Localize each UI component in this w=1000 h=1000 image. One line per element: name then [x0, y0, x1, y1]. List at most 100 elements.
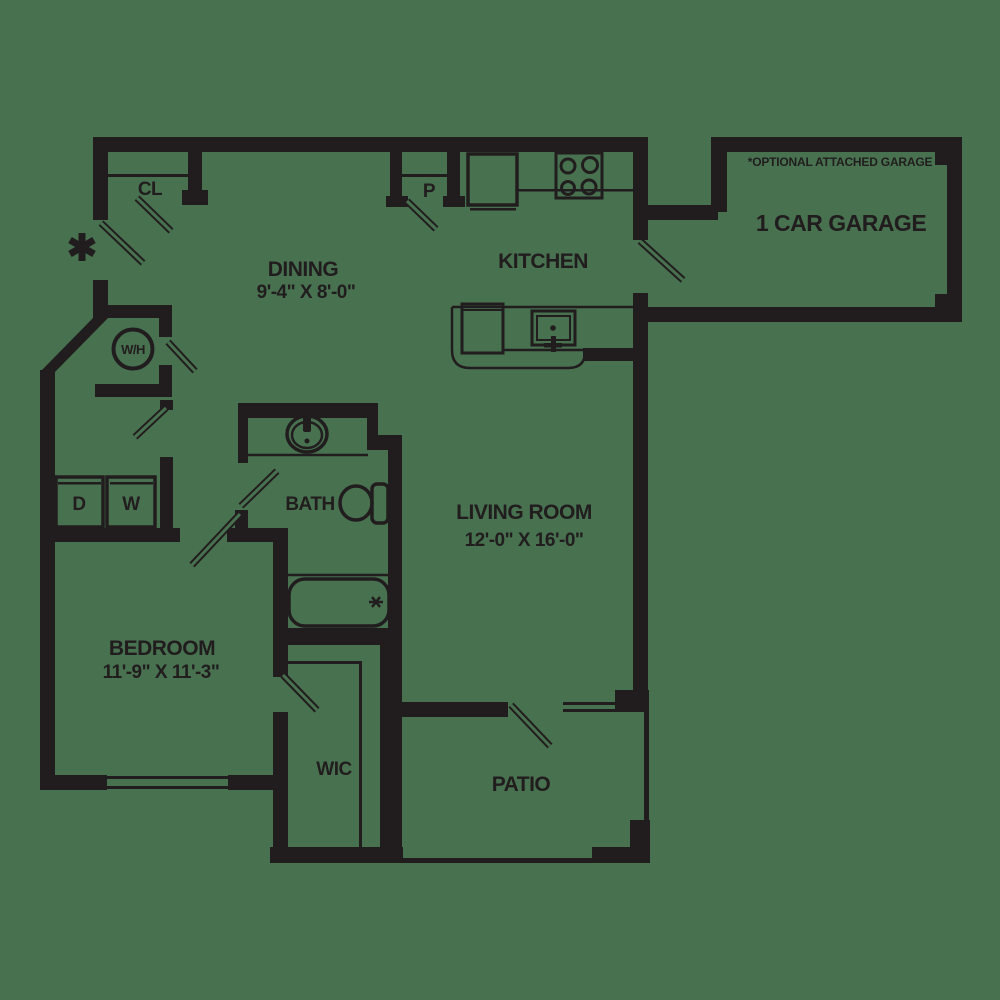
bedroom-dims: 11'-9" X 11'-3": [103, 662, 220, 683]
garage-pilaster-bottom: [935, 294, 947, 307]
wall-bath-right-upper: [367, 408, 378, 450]
pantry-shelf-line: [402, 174, 447, 177]
wall-bath-left: [238, 403, 248, 463]
burner-bottom-left: [560, 180, 576, 196]
pantry-door-swing-core: [405, 199, 438, 231]
wall-garage-top: [711, 137, 962, 152]
dining-dims: 9'-4" X 8'-0": [257, 282, 356, 303]
cl-shelf-line: [108, 174, 190, 177]
wic-interior-line-right: [359, 661, 362, 847]
wall-wic-bottom: [270, 847, 403, 863]
wall-pantry-left: [390, 152, 402, 198]
dining-label: DINING: [268, 258, 339, 281]
garage-pilaster-top: [935, 152, 947, 165]
wall-bedroom-bottom-right: [228, 775, 288, 790]
wall-entry-left-upper: [93, 152, 108, 220]
entry-door-swing-core: [99, 221, 145, 265]
wall-bedroom-top: [40, 528, 180, 542]
water-heater-label: W/H: [121, 342, 145, 357]
garage-door-swing-core: [638, 239, 685, 282]
wall-kitchen-right: [633, 152, 648, 240]
bath-sink-drain: [304, 438, 310, 444]
wall-pantry-left-foot: [386, 196, 408, 207]
bedroom-door-swing-core: [190, 512, 242, 567]
wic-label: WIC: [316, 759, 352, 780]
water-heater-icon: [111, 327, 155, 371]
fridge-handle-line: [470, 208, 516, 211]
counter-outline: [450, 307, 587, 370]
wall-bedroom-bottom-left: [40, 775, 107, 790]
bathtub-icon: [287, 577, 391, 628]
cl-door-swing-core: [135, 196, 173, 233]
wall-diagonal-corner: [40, 318, 108, 372]
kitchen-faucet-bar: [544, 343, 562, 348]
laundry-door-swing-core: [133, 406, 168, 439]
wall-bath-bottom: [273, 628, 402, 645]
patio-window-line-outer: [563, 702, 617, 705]
bath-label: BATH: [285, 494, 334, 515]
room-labels: CL DINING 9'-4" X 8'-0" P KITCHEN *OPTIO…: [72, 155, 932, 796]
dryer-label: D: [72, 494, 85, 515]
wall-laundry-right: [160, 457, 173, 528]
wall-wic-right: [380, 628, 402, 863]
wall-garage-bottom: [633, 307, 962, 322]
wall-wh-right-upper: [159, 305, 172, 337]
patio-label: PATIO: [492, 773, 551, 796]
patio-window-line-inner: [563, 709, 617, 712]
wall-patio-bottom-thin: [402, 858, 592, 863]
counter-cabinet-line: [462, 309, 503, 311]
dryer-icon: [54, 475, 105, 529]
wh-door-swing-core: [166, 340, 197, 373]
pantry-label: P: [423, 181, 436, 202]
wall-cl-right: [188, 152, 202, 192]
kitchen-label: KITCHEN: [498, 250, 588, 273]
tub-faucet-icon: [369, 596, 383, 608]
garage-note: *OPTIONAL ATTACHED GARAGE: [748, 155, 933, 169]
washer-top-line: [110, 482, 153, 485]
wall-wh-bottom: [95, 384, 172, 397]
bedroom-label: BEDROOM: [109, 637, 215, 660]
patio-door-swing-core: [509, 703, 552, 748]
fixtures: [54, 151, 633, 628]
washer-label: W: [122, 494, 140, 515]
wall-top-main: [93, 137, 648, 152]
toilet-bowl-icon: [338, 484, 374, 522]
wall-living-right: [633, 293, 648, 710]
bath-door-swing-core: [239, 469, 279, 508]
wall-garage-left: [711, 152, 727, 212]
wall-left-outer: [40, 370, 55, 790]
burner-bottom-right: [580, 178, 598, 196]
counter-cabinet: [460, 302, 505, 355]
optional-marker-icon: [68, 233, 96, 261]
wall-patio-right-thin: [644, 712, 649, 847]
burner-top-left: [559, 157, 577, 175]
wall-hall-south: [227, 528, 288, 542]
door-swings: [98, 195, 686, 749]
dryer-top-line: [58, 482, 101, 485]
toilet-tank: [370, 482, 390, 525]
kitchen-sink-drain: [550, 325, 556, 331]
wall-garage-right: [947, 137, 962, 322]
walls: [40, 137, 962, 863]
wall-counter-stub: [583, 348, 633, 361]
wall-bath-top: [238, 403, 378, 418]
wall-patio-bottom-thick: [592, 847, 650, 863]
wall-patio-corner-top: [615, 690, 649, 712]
garage-label: 1 CAR GARAGE: [756, 210, 927, 236]
living-label: LIVING ROOM: [456, 501, 592, 524]
fridge-icon: [466, 152, 519, 207]
wall-cl-right-foot: [182, 190, 208, 205]
washer-icon: [105, 475, 157, 529]
wic-door-swing-core: [281, 673, 319, 712]
stove-icon: [554, 151, 604, 200]
wall-laundry-stub: [160, 400, 173, 410]
wall-wh-top: [95, 305, 172, 318]
wall-pantry-right-foot: [443, 196, 465, 207]
wall-patio-top: [393, 702, 508, 717]
wall-pantry-right: [447, 152, 460, 198]
bath-faucet: [303, 416, 311, 432]
wic-interior-line-top: [288, 661, 362, 664]
wall-bedroom-right-upper: [273, 530, 288, 677]
closet-label: CL: [138, 179, 163, 200]
